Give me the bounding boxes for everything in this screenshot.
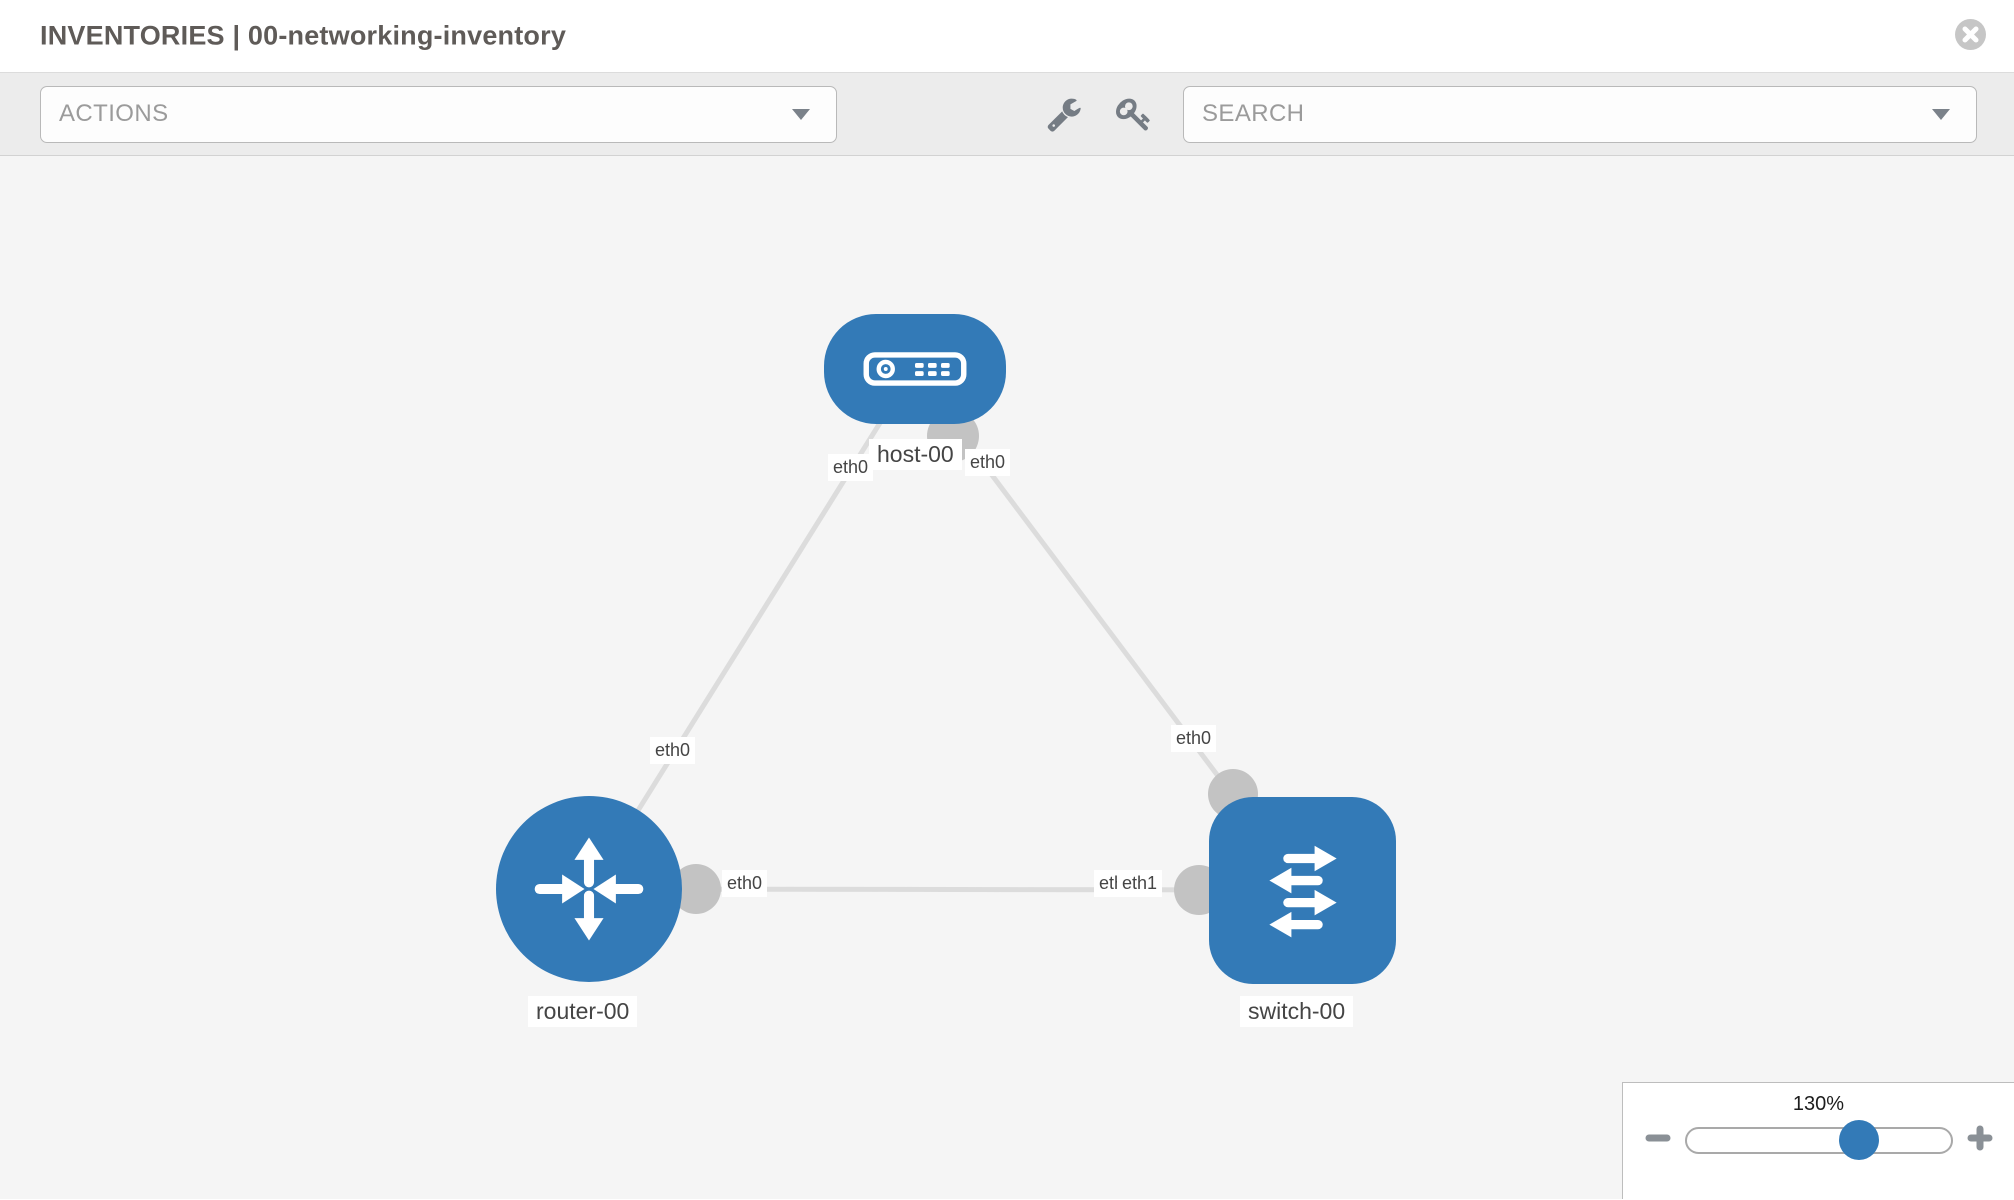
header: INVENTORIES | 00-networking-inventory — [0, 0, 2014, 72]
node-host-00[interactable] — [824, 314, 1006, 424]
plus-icon[interactable] — [1967, 1125, 1993, 1156]
interface-label-router-eth0-up: eth0 — [650, 737, 696, 764]
actions-dropdown[interactable]: ACTIONS — [40, 85, 837, 143]
zoom-control-panel: 130% — [1622, 1082, 2014, 1199]
close-icon[interactable] — [1955, 19, 1986, 50]
search-dropdown[interactable]: SEARCH — [1183, 85, 1977, 143]
interface-label-router-eth0: eth0 — [722, 870, 768, 897]
node-label-host-00[interactable]: host-00 — [869, 439, 962, 470]
router-icon — [534, 837, 644, 941]
minus-icon[interactable] — [1645, 1125, 1671, 1156]
caret-down-icon — [792, 109, 810, 120]
actions-dropdown-label: ACTIONS — [59, 100, 169, 127]
interface-label-switch-eth0-up: eth0 — [1171, 725, 1217, 752]
page-title: INVENTORIES | 00-networking-inventory — [40, 20, 567, 51]
interface-label-host-eth0-right: eth0 — [965, 449, 1011, 476]
node-switch-00[interactable] — [1209, 797, 1396, 984]
wrench-icon[interactable] — [1046, 96, 1082, 132]
link-lines — [586, 368, 1303, 893]
node-label-router-00[interactable]: router-00 — [528, 996, 638, 1027]
key-icon[interactable] — [1116, 96, 1152, 132]
search-placeholder: SEARCH — [1202, 100, 1305, 127]
node-label-switch-00[interactable]: switch-00 — [1240, 996, 1354, 1027]
switch-icon — [1268, 845, 1337, 937]
toolbar: ACTIONS SEARCH — [0, 72, 2014, 156]
interface-label-switch-eth1: eth1 — [1117, 870, 1163, 897]
caret-down-icon — [1932, 109, 1950, 120]
host-icon — [863, 352, 967, 386]
zoom-slider-track[interactable] — [1685, 1120, 1953, 1160]
interface-label-host-eth0-left: eth0 — [828, 454, 874, 481]
node-router-00[interactable] — [496, 796, 682, 982]
topology-canvas[interactable]: eth0 host-00 eth0 eth0 eth0 eth0 eth0 et… — [0, 156, 2014, 1199]
zoom-slider-thumb[interactable] — [1839, 1120, 1879, 1160]
zoom-level-value: 130% — [1792, 1093, 1845, 1115]
